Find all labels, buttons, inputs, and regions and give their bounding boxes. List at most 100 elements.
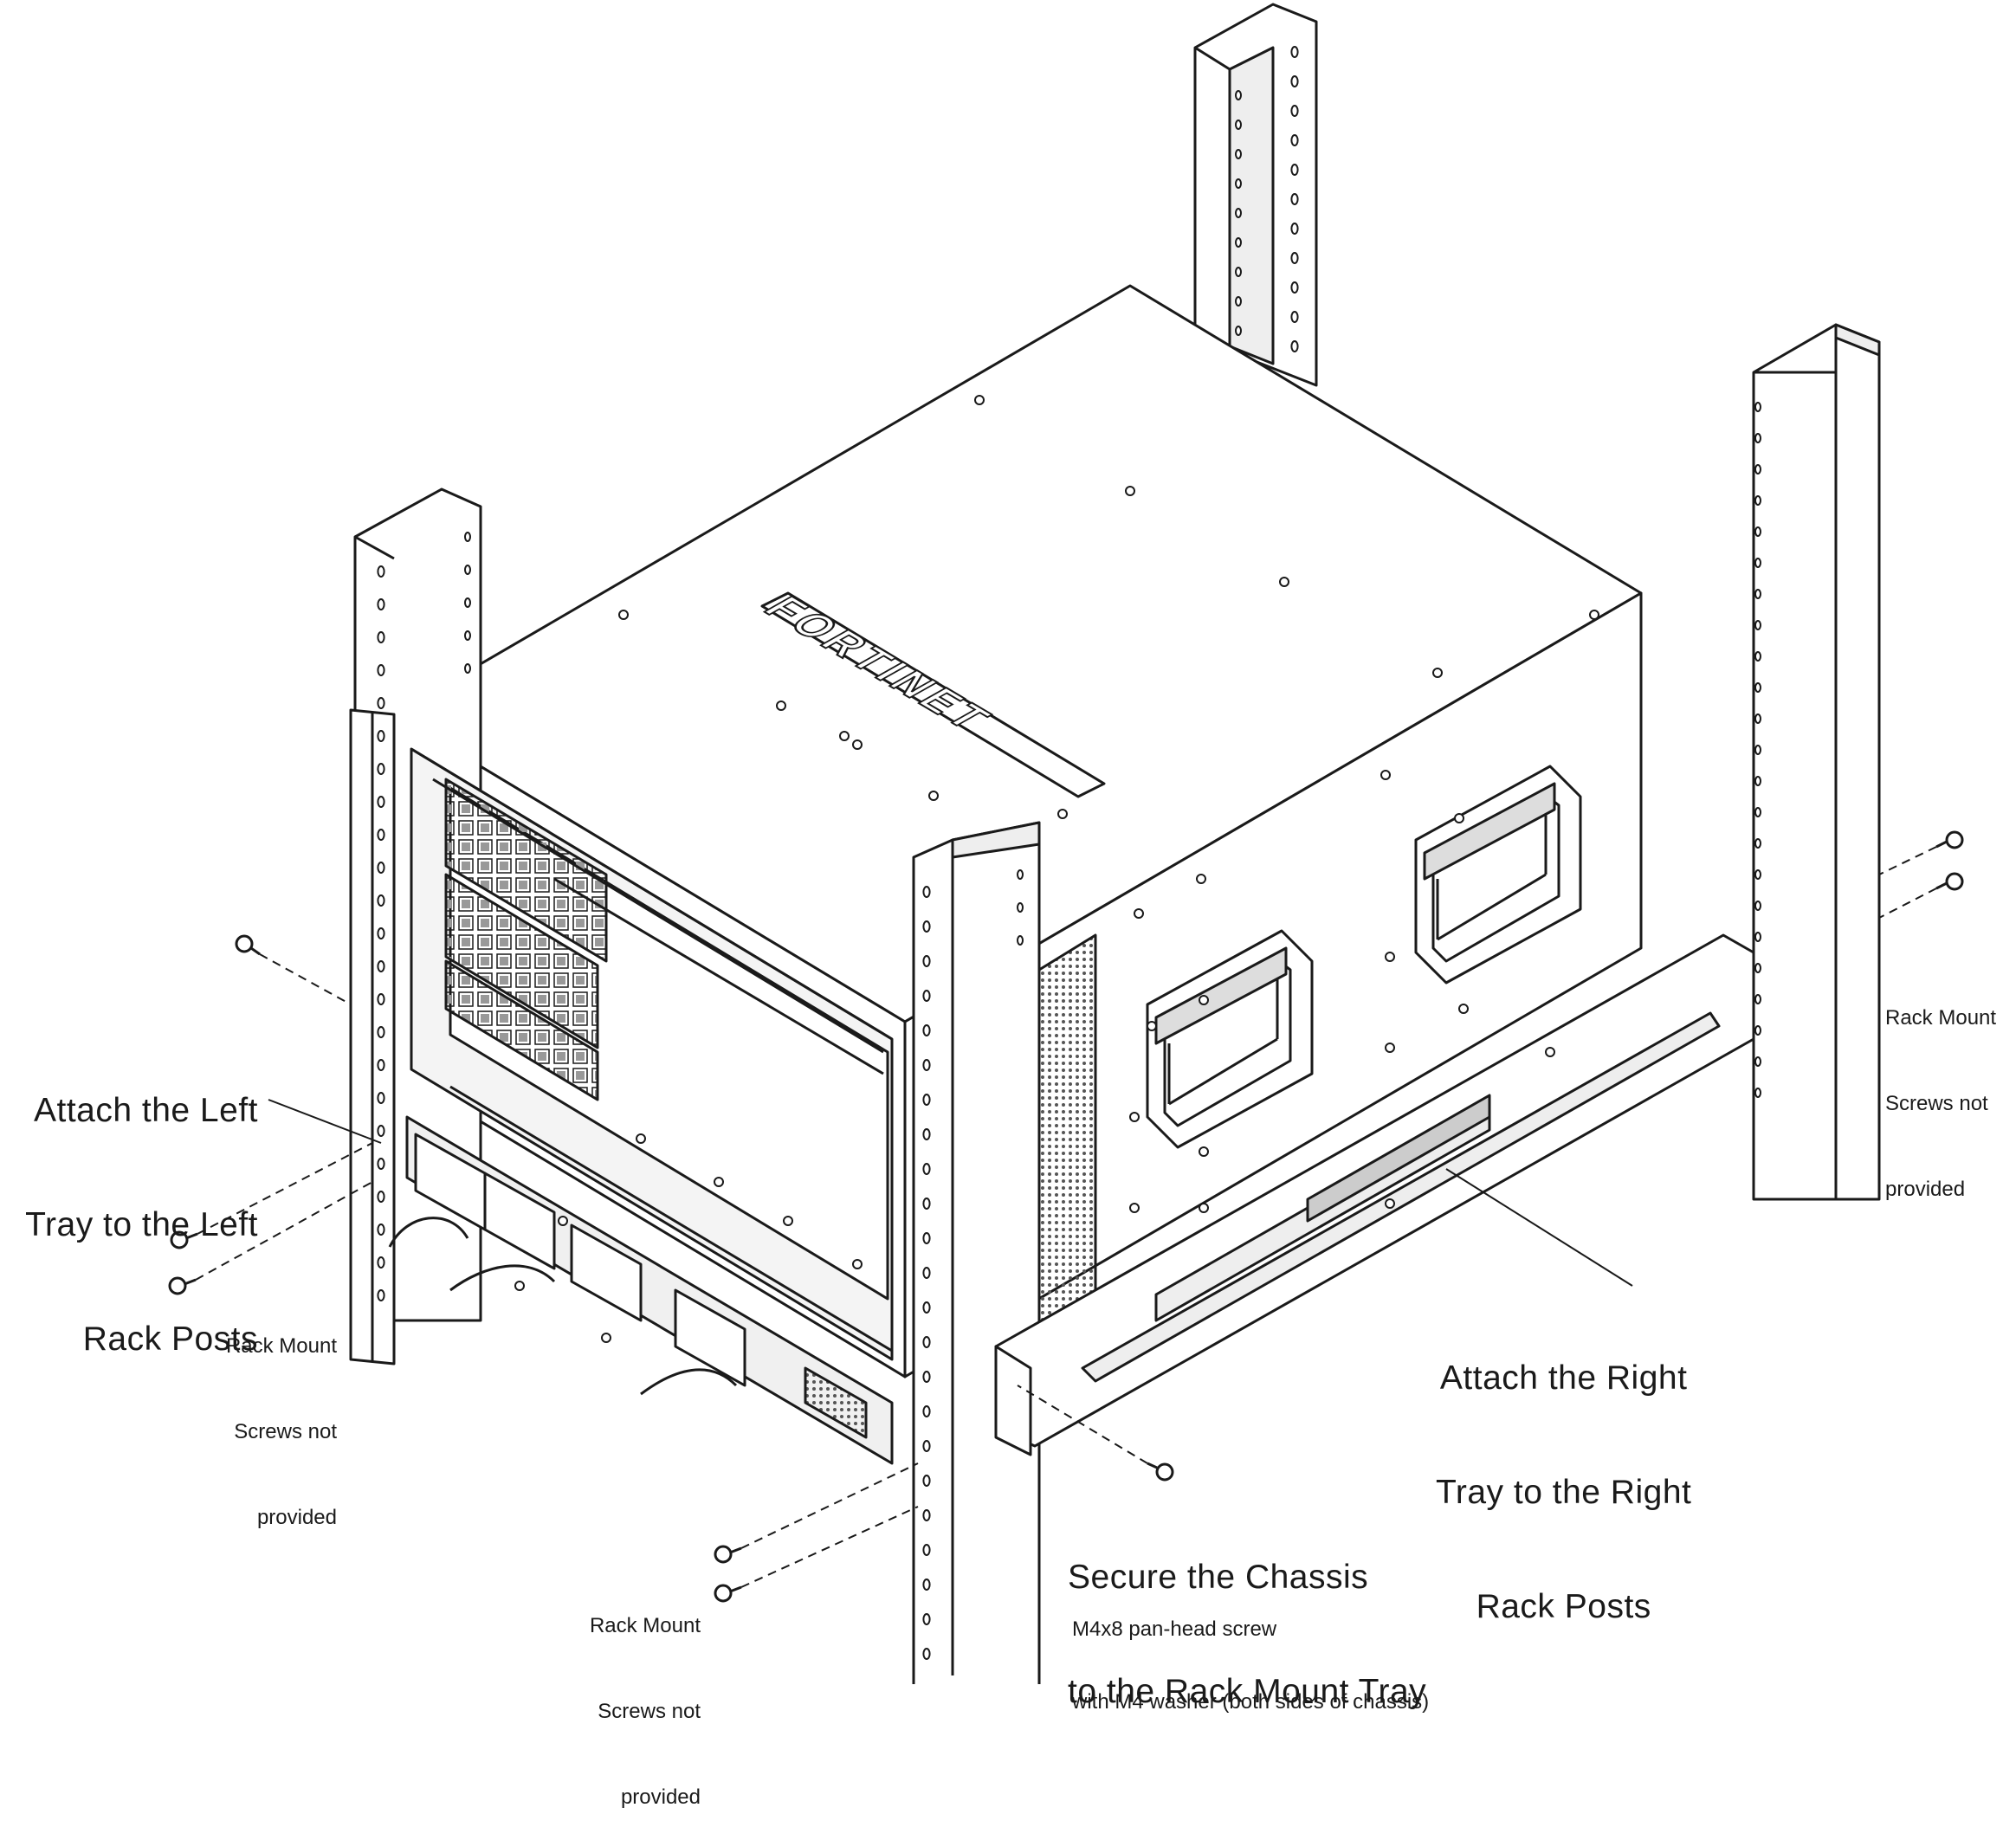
screw-hole (839, 731, 850, 741)
rack-hole (1754, 963, 1761, 973)
right-tray-line-1: Attach the Right (1439, 1359, 1688, 1397)
rack-hole (1754, 776, 1761, 786)
rack-hole (922, 1198, 931, 1210)
rack-hole (1290, 164, 1299, 176)
screw-hole (928, 791, 939, 801)
rack-hole (1754, 433, 1761, 443)
rack-hole (1235, 149, 1242, 159)
rack-hole (377, 894, 385, 907)
screw-spec-line-1: M4x8 pan-head screw (1072, 1617, 1277, 1641)
rack-hole (377, 829, 385, 841)
rack-hole (377, 598, 385, 610)
rack-hole (1290, 223, 1299, 235)
rack-hole (1235, 178, 1242, 189)
rack-hole (922, 920, 931, 933)
screw-hole (1589, 610, 1599, 620)
screw-hole (1458, 1004, 1469, 1014)
rack-hole (922, 1405, 931, 1417)
screw-hole (1385, 1198, 1395, 1209)
rack-hole (1754, 807, 1761, 817)
bottom-screws-line-2: Screws not (598, 1700, 701, 1723)
rack-hole (1235, 208, 1242, 218)
rack-hole (1017, 869, 1024, 880)
screw-hole (618, 610, 629, 620)
rack-hole (922, 1128, 931, 1140)
rack-hole (922, 1301, 931, 1314)
rack-hole (377, 993, 385, 1005)
screw-hole (852, 1259, 863, 1269)
rack-hole (377, 862, 385, 874)
left-tray-line-1: Attach the Left (33, 1092, 258, 1129)
rack-hole (1235, 90, 1242, 100)
rack-hole (1290, 281, 1299, 294)
rack-hole (922, 1544, 931, 1556)
rack-hole (377, 664, 385, 676)
left-tray-line-3: Rack Posts (82, 1320, 258, 1358)
rack-hole (377, 1289, 385, 1301)
left-tray-line-2: Tray to the Left (25, 1206, 258, 1243)
side-handle-lower (1146, 929, 1314, 1149)
left-screws-line-2: Screws not (234, 1420, 337, 1443)
right-rack-tray (994, 933, 1755, 1456)
rack-hole (464, 597, 471, 608)
screw-spec-note: M4x8 pan-head screw with M4 washer (both… (1072, 1569, 1429, 1739)
rack-hole (1235, 119, 1242, 130)
rack-hole (377, 927, 385, 939)
right-tray-line-2: Tray to the Right (1436, 1474, 1692, 1511)
rack-hole (1754, 464, 1761, 475)
screw-hole (852, 739, 863, 750)
screws (168, 830, 1964, 1603)
rack-hole (1754, 1056, 1761, 1067)
rack-hole (377, 1158, 385, 1170)
rack-hole (377, 697, 385, 709)
far-right-rack-post (1752, 323, 1881, 1201)
rack-hole (1290, 105, 1299, 117)
screw-hole (1057, 809, 1068, 819)
rack-hole (1754, 558, 1761, 568)
rack-hole (922, 1440, 931, 1452)
screw-hole (1279, 577, 1289, 587)
screw-hole (1199, 995, 1209, 1005)
screw-hole (1147, 1021, 1157, 1031)
rack-mount-illustration: FORTINET (168, 3, 1964, 1684)
rack-hole (1235, 267, 1242, 277)
right-screws-note: Rack Mount Screws not provided (1885, 946, 1996, 1232)
rack-hole (377, 1223, 385, 1236)
screw-hole (776, 700, 786, 711)
rack-hole (1290, 340, 1299, 352)
rack-hole (1290, 46, 1299, 58)
rack-hole (922, 1371, 931, 1383)
installation-diagram: FORTINET Attach the Left Tray to the Lef… (25, 3, 1996, 1809)
rack-hole (1754, 620, 1761, 630)
rack-hole (377, 631, 385, 643)
rack-hole (922, 1094, 931, 1106)
right-screws-line-1: Rack Mount (1885, 1006, 1997, 1030)
rack-hole (1235, 237, 1242, 248)
rack-hole (377, 1191, 385, 1203)
rack-hole (1754, 526, 1761, 537)
left-screws-line-1: Rack Mount (225, 1334, 337, 1358)
rack-hole (377, 1256, 385, 1269)
rack-hole (1754, 838, 1761, 849)
left-screws-line-3: provided (256, 1506, 337, 1529)
rack-hole (1290, 252, 1299, 264)
screw-hole (1385, 952, 1395, 962)
right-tray-line-3: Rack Posts (1476, 1588, 1651, 1625)
rack-hole (1290, 75, 1299, 87)
rack-hole (922, 1648, 931, 1660)
screw-hole (1432, 668, 1443, 678)
rack-hole (922, 1024, 931, 1036)
screw-spec-line-2: with M4 washer (both sides of chassis) (1072, 1690, 1430, 1714)
rack-hole (377, 565, 385, 578)
rack-hole (377, 1125, 385, 1137)
rack-hole (1754, 932, 1761, 942)
rack-hole (1754, 1088, 1761, 1098)
rack-hole (922, 1579, 931, 1591)
screw-hole (1199, 1203, 1209, 1213)
rack-hole (1754, 651, 1761, 662)
left-screws-note: Rack Mount Screws not provided (226, 1275, 337, 1560)
rack-hole (464, 663, 471, 674)
screw-hole (1134, 908, 1144, 919)
rack-hole (1754, 869, 1761, 880)
rack-hole (1754, 495, 1761, 506)
